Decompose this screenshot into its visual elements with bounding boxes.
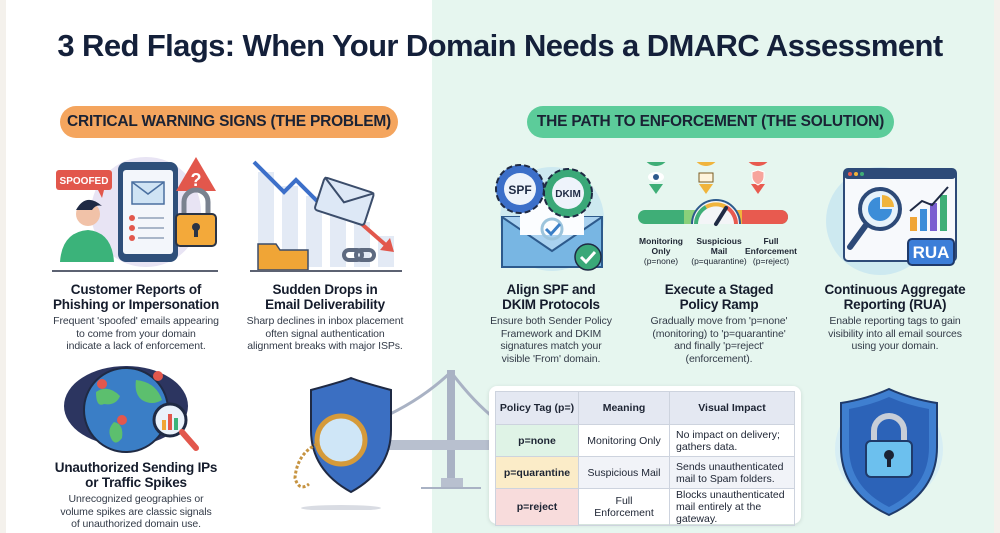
table-row: p=none Monitoring Only No impact on deli… [495, 424, 795, 457]
divider [52, 270, 218, 272]
table-row: p=reject Full Enforcement Blocks unauthe… [495, 488, 795, 526]
page-title: 3 Red Flags: When Your Domain Needs a DM… [57, 28, 943, 63]
policy-tag-cell: p=reject [495, 488, 579, 526]
meaning-cell: Monitoring Only [578, 424, 670, 457]
gear-spf-label: SPF [508, 183, 531, 197]
table-header-row: Policy Tag (p=) Meaning Visual Impact [495, 391, 795, 425]
lock-shield-icon [835, 387, 943, 517]
svg-text:SPOOFED: SPOOFED [60, 176, 109, 187]
column-header: Meaning [578, 391, 670, 425]
rua-badge: RUA [913, 243, 950, 262]
policy-gauge-icon [638, 162, 788, 226]
gear-dkim-label: DKIM [555, 189, 581, 200]
spf-dkim-gears-icon: SPF DKIM [495, 164, 604, 271]
meaning-cell: Full Enforcement [578, 488, 670, 526]
svg-text:?: ? [191, 170, 202, 190]
column-header: Policy Tag (p=) [495, 391, 579, 425]
spoofed-user-icon: ? SPOOFED [56, 157, 217, 267]
table-row: p=quarantine Suspicious Mail Sends unaut… [495, 456, 795, 489]
policy-tag-cell: p=none [495, 424, 579, 457]
policy-table: Policy Tag (p=) Meaning Visual Impact p=… [495, 391, 795, 526]
divider [250, 270, 402, 272]
meaning-cell: Suspicious Mail [578, 456, 670, 489]
infographic: 3 Red Flags: When Your Domain Needs a DM… [6, 0, 994, 533]
solution-header: THE PATH TO ENFORCEMENT (THE SOLUTION) [527, 106, 894, 138]
column-header: Visual Impact [669, 391, 795, 425]
card-description: Gradually move from 'p=none'(monitoring)… [650, 315, 788, 365]
globe-search-icon [64, 366, 199, 453]
aggregate-report-icon: RUA [826, 167, 957, 275]
problem-header: CRITICAL WARNING SIGNS (THE PROBLEM) [60, 106, 398, 138]
shield-bridge-icon [293, 370, 501, 510]
impact-cell: No impact on delivery;gathers data. [669, 424, 795, 457]
deliverability-drop-icon [252, 160, 394, 271]
policy-tag-cell: p=quarantine [495, 456, 579, 489]
